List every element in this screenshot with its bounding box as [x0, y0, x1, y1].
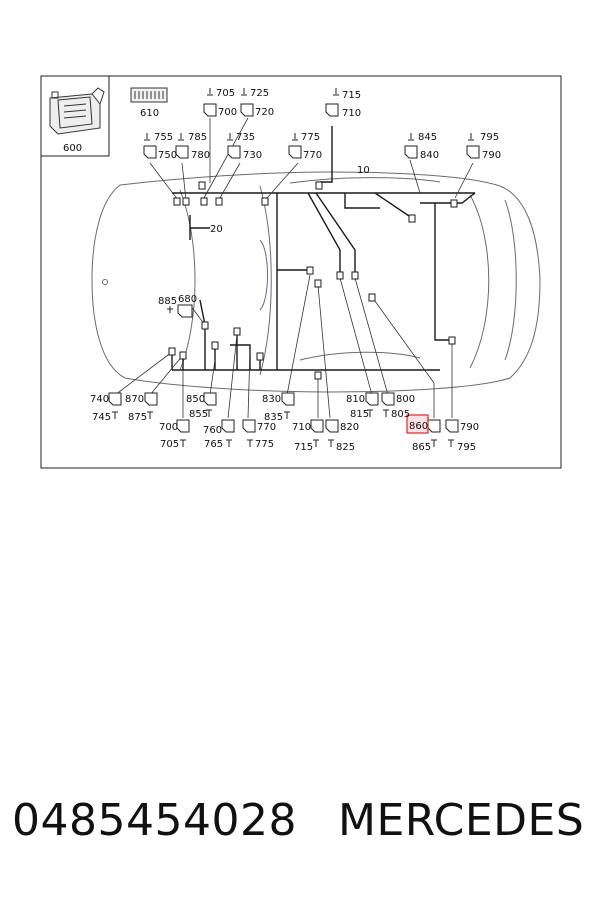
label-745-bottom: 745 — [92, 412, 111, 423]
label-875-bottom: 875 — [128, 412, 147, 423]
diagram-frame — [40, 75, 562, 469]
label-850-bottom: 850 — [186, 394, 205, 405]
label-835-bottom: 835 — [264, 412, 283, 423]
pin-glyphs-bottom — [112, 306, 454, 447]
leader-lines — [114, 117, 474, 419]
pin-glyphs-top — [144, 88, 474, 141]
component-labels: 600 610 705 725 700 720 715 710 755 785 … — [63, 88, 501, 453]
label-710-bottom: 710 — [292, 422, 311, 433]
brand-name: MERCEDES — [338, 795, 585, 846]
label-870-bottom: 870 — [125, 394, 144, 405]
label-865-bottom: 865 — [412, 442, 431, 453]
label-760-bottom: 760 — [203, 425, 222, 436]
label-825-bottom: 825 — [336, 442, 355, 453]
label-855-bottom: 855 — [189, 409, 208, 420]
label-780-top: 780 — [191, 150, 210, 161]
label-700-top: 700 — [218, 107, 237, 118]
car-outline — [91, 171, 541, 393]
label-885: 885 — [158, 296, 177, 307]
label-705-bottom: 705 — [160, 439, 179, 450]
label-775-top: 775 — [301, 132, 320, 143]
label-790-bottom: 790 — [460, 422, 479, 433]
label-830-bottom: 830 — [262, 394, 281, 405]
label-810-bottom: 810 — [346, 394, 365, 405]
harness-connectors — [168, 181, 458, 380]
label-795-bottom: 795 — [457, 442, 476, 453]
label-730-top: 730 — [243, 150, 262, 161]
label-820-bottom: 820 — [340, 422, 359, 433]
label-705-top: 705 — [216, 88, 235, 99]
label-720-top: 720 — [255, 107, 274, 118]
label-800-bottom: 800 — [396, 394, 415, 405]
label-775-bottom: 775 — [255, 439, 274, 450]
control-unit-600-icon — [49, 87, 105, 135]
label-600: 600 — [63, 143, 82, 154]
connector-610-icon — [130, 87, 168, 103]
label-20: 20 — [210, 224, 223, 235]
label-765-bottom: 765 — [204, 439, 223, 450]
label-840-top: 840 — [420, 150, 439, 161]
label-715-bottom: 715 — [294, 442, 313, 453]
label-700-bottom: 700 — [159, 422, 178, 433]
label-735-top: 735 — [236, 132, 255, 143]
label-755-top: 755 — [154, 132, 173, 143]
label-710-top: 710 — [342, 108, 361, 119]
part-number: 0485454028 — [12, 795, 297, 846]
label-805-bottom: 805 — [391, 409, 410, 420]
label-610: 610 — [140, 108, 159, 119]
connector-glyphs-bottom — [108, 304, 459, 433]
label-715-top: 715 — [342, 90, 361, 101]
label-815-bottom: 815 — [350, 409, 369, 420]
connector-glyphs-top — [143, 103, 480, 159]
label-770-top: 770 — [303, 150, 322, 161]
label-795-top: 795 — [480, 132, 499, 143]
label-785-top: 785 — [188, 132, 207, 143]
label-10: 10 — [357, 165, 370, 176]
footer: 0485454028 MERCEDES — [0, 795, 600, 865]
label-680: 680 — [178, 294, 197, 305]
label-860-bottom: 860 — [409, 421, 428, 432]
label-740-bottom: 740 — [90, 394, 109, 405]
label-790-top: 790 — [482, 150, 501, 161]
label-770-bottom: 770 — [257, 422, 276, 433]
label-750-top: 750 — [158, 150, 177, 161]
highlight-860-box — [406, 414, 429, 434]
label-845-top: 845 — [418, 132, 437, 143]
label-725-top: 725 — [250, 88, 269, 99]
